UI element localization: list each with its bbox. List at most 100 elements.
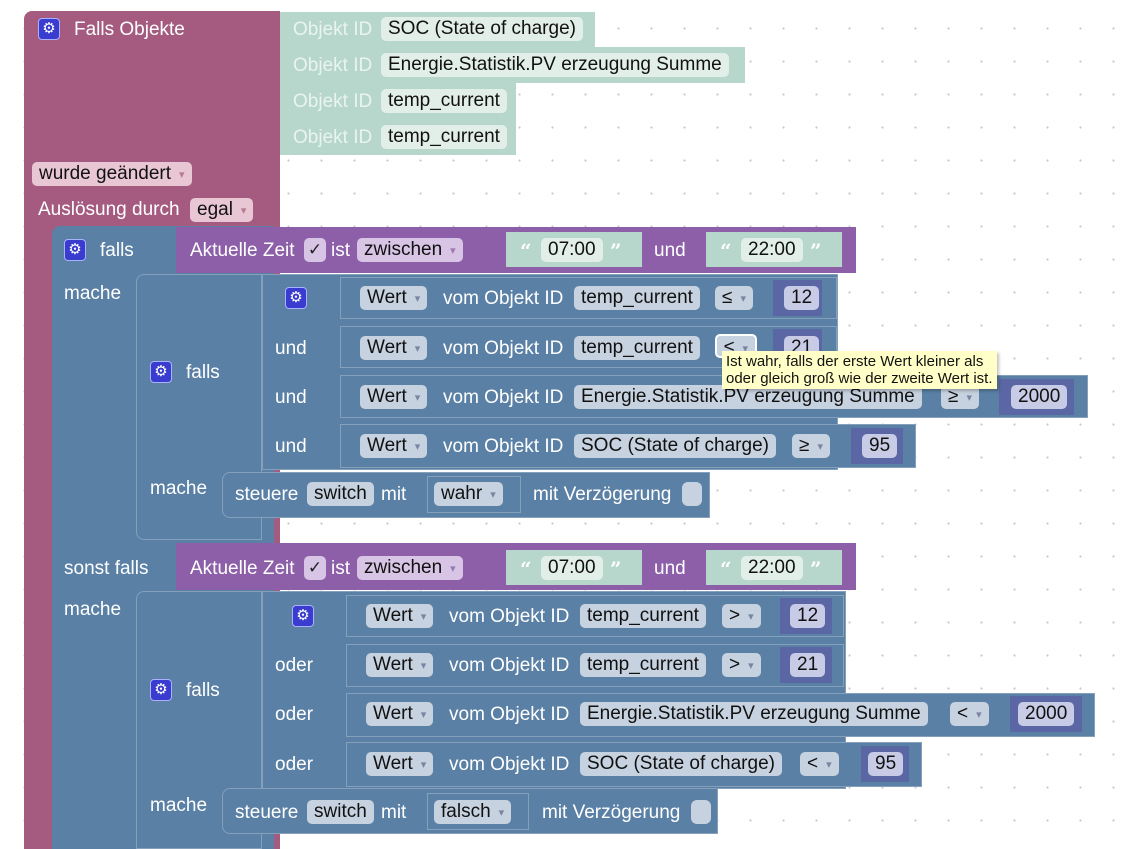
or-label: oder <box>275 704 314 725</box>
or-label: oder <box>275 754 314 775</box>
quote-open-icon: “ <box>520 557 532 581</box>
tooltip-line: oder gleich groß wie der zweite Wert ist… <box>726 370 993 387</box>
gear-icon[interactable]: ⚙ <box>292 605 314 627</box>
bool-dropdown[interactable]: wahr <box>434 482 503 506</box>
do-label: mache <box>64 599 122 620</box>
quote-close-icon: ” <box>610 239 622 263</box>
delay-checkbox[interactable] <box>691 800 711 824</box>
object-id-field[interactable]: SOC (State of charge) <box>580 752 782 776</box>
trigger-by-dropdown[interactable]: egal <box>190 198 254 222</box>
quote-close-icon: ” <box>810 239 822 263</box>
object-id-field[interactable]: Energie.Statistik.PV erzeugung Summe <box>580 702 928 726</box>
of-object-label: vom Objekt ID <box>443 436 564 457</box>
gear-icon[interactable]: ⚙ <box>285 287 307 309</box>
do-label: mache <box>150 795 208 816</box>
target-field[interactable]: switch <box>307 482 374 506</box>
target-field[interactable]: switch <box>307 800 374 824</box>
and-label: und <box>275 436 307 457</box>
time-from-field[interactable]: 07:00 <box>541 556 603 580</box>
do-label: mache <box>150 478 208 499</box>
value-mode-dropdown[interactable]: Wert <box>360 336 428 360</box>
if-label: falls <box>100 240 134 261</box>
object-id-label: Objekt ID <box>293 91 373 112</box>
of-object-label: vom Objekt ID <box>449 655 570 676</box>
object-id-field[interactable]: Energie.Statistik.PV erzeugung Summe <box>381 53 729 77</box>
number-field[interactable]: 2000 <box>1011 385 1068 409</box>
time-checkbox[interactable]: ✓ <box>304 556 326 580</box>
object-id-field[interactable]: temp_current <box>574 286 700 310</box>
quote-close-icon: ” <box>610 557 622 581</box>
event-dropdown[interactable]: wurde geändert <box>32 162 192 186</box>
is-label: ist <box>331 558 350 579</box>
and-label: und <box>654 558 686 579</box>
object-id-field[interactable]: SOC (State of charge) <box>574 434 776 458</box>
quote-open-icon: “ <box>720 557 732 581</box>
object-id-field[interactable]: temp_current <box>574 336 700 360</box>
object-id-label: Objekt ID <box>293 55 373 76</box>
gear-icon[interactable]: ⚙ <box>150 361 172 383</box>
number-field[interactable]: 12 <box>790 604 826 628</box>
and-label: und <box>654 240 686 261</box>
bool-dropdown[interactable]: falsch <box>434 800 512 824</box>
or-label: oder <box>275 655 314 676</box>
gear-icon[interactable]: ⚙ <box>64 239 86 261</box>
time-mode-dropdown[interactable]: zwischen <box>357 238 463 262</box>
value-mode-dropdown[interactable]: Wert <box>360 286 428 310</box>
value-mode-dropdown[interactable]: Wert <box>366 752 434 776</box>
is-label: ist <box>331 240 350 261</box>
number-field[interactable]: 95 <box>868 752 904 776</box>
do-label: mache <box>64 283 122 304</box>
object-id-field[interactable]: temp_current <box>381 125 507 149</box>
value-mode-dropdown[interactable]: Wert <box>360 385 428 409</box>
time-to-field[interactable]: 22:00 <box>741 556 803 580</box>
number-field[interactable]: 95 <box>862 434 898 458</box>
of-object-label: vom Objekt ID <box>443 338 564 359</box>
object-id-field[interactable]: temp_current <box>381 89 507 113</box>
value-mode-dropdown[interactable]: Wert <box>360 434 428 458</box>
time-to-field[interactable]: 22:00 <box>741 238 803 262</box>
object-id-field[interactable]: temp_current <box>580 604 706 628</box>
of-object-label: vom Objekt ID <box>449 704 570 725</box>
value-mode-dropdown[interactable]: Wert <box>366 653 434 677</box>
operator-dropdown[interactable]: < <box>800 752 839 776</box>
tooltip: Ist wahr, falls der erste Wert kleiner a… <box>722 351 997 389</box>
time-mode-dropdown[interactable]: zwischen <box>357 556 463 580</box>
operator-dropdown[interactable]: < <box>950 702 989 726</box>
object-id-field[interactable]: temp_current <box>580 653 706 677</box>
number-field[interactable]: 21 <box>790 653 826 677</box>
operator-dropdown[interactable]: ≤ <box>715 286 753 310</box>
with-label: mit <box>381 484 407 505</box>
operator-dropdown[interactable]: ≥ <box>792 434 830 458</box>
operator-dropdown[interactable]: ≥ <box>941 385 979 409</box>
control-label: steuere <box>235 484 299 505</box>
quote-close-icon: ” <box>810 557 822 581</box>
value-mode-dropdown[interactable]: Wert <box>366 702 434 726</box>
time-from-field[interactable]: 07:00 <box>541 238 603 262</box>
if-label: falls <box>186 680 220 701</box>
trigger-by-label: Auslösung durch <box>38 199 180 220</box>
object-id-label: Objekt ID <box>293 127 373 148</box>
value-mode-dropdown[interactable]: Wert <box>366 604 434 628</box>
operator-dropdown[interactable]: > <box>722 653 761 677</box>
elseif-label: sonst falls <box>64 558 149 579</box>
number-field[interactable]: 2000 <box>1018 702 1075 726</box>
number-field[interactable]: 12 <box>784 286 820 310</box>
if-label: falls <box>186 362 220 383</box>
and-label: und <box>275 338 307 359</box>
gear-icon[interactable]: ⚙ <box>38 18 60 40</box>
of-object-label: vom Objekt ID <box>443 288 564 309</box>
object-id-field[interactable]: SOC (State of charge) <box>381 17 583 41</box>
time-checkbox[interactable]: ✓ <box>304 238 326 262</box>
gear-icon[interactable]: ⚙ <box>150 679 172 701</box>
and-label: und <box>275 387 307 408</box>
trigger-title: Falls Objekte <box>74 19 185 40</box>
object-id-field[interactable]: Energie.Statistik.PV erzeugung Summe <box>574 385 922 409</box>
delay-checkbox[interactable] <box>682 482 702 506</box>
with-label: mit <box>381 802 407 823</box>
delay-label: mit Verzögerung <box>542 802 681 823</box>
of-object-label: vom Objekt ID <box>443 387 564 408</box>
operator-dropdown[interactable]: > <box>722 604 761 628</box>
quote-open-icon: “ <box>720 239 732 263</box>
time-label: Aktuelle Zeit <box>190 240 295 261</box>
control-label: steuere <box>235 802 299 823</box>
